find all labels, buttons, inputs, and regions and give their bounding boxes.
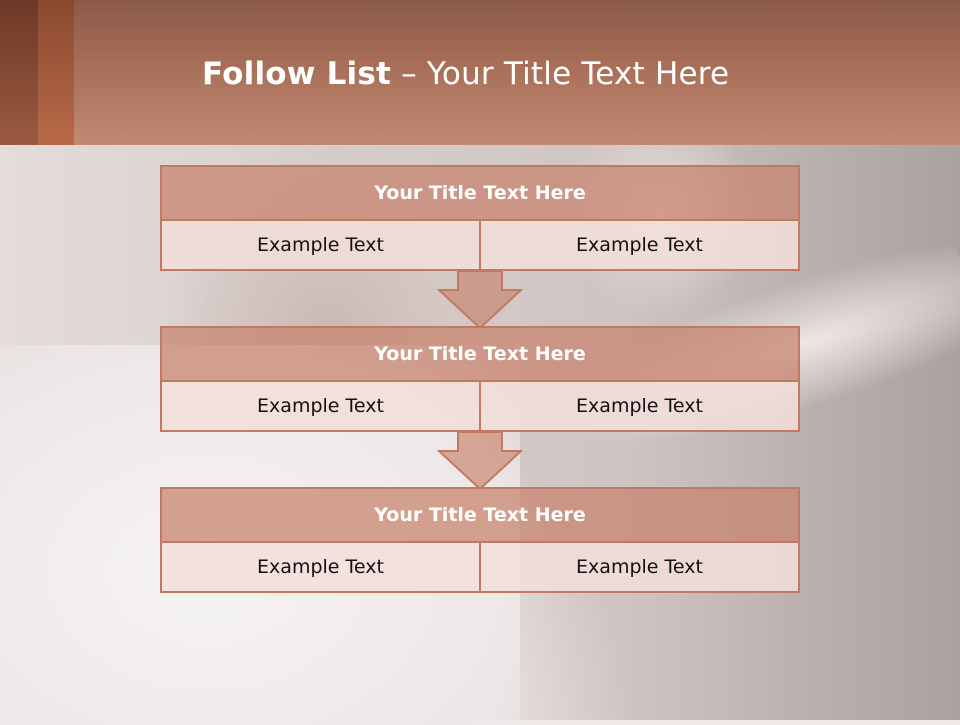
step-title: Your Title Text Here (160, 165, 800, 221)
step-cell-right: Example Text (481, 543, 800, 593)
header-accent-strip-light (38, 0, 74, 145)
step-block-3: Your Title Text Here Example Text Exampl… (160, 487, 800, 593)
slide-title-rest: – Your Title Text Here (401, 56, 730, 92)
step-title: Your Title Text Here (160, 487, 800, 543)
step-row: Example Text Example Text (160, 543, 800, 593)
down-arrow-icon (437, 431, 523, 491)
step-block-1: Your Title Text Here Example Text Exampl… (160, 165, 800, 271)
slide-title-bold: Follow List (202, 56, 392, 92)
step-row: Example Text Example Text (160, 382, 800, 432)
step-block-2: Your Title Text Here Example Text Exampl… (160, 326, 800, 432)
step-title: Your Title Text Here (160, 326, 800, 382)
header-accent-strip (0, 0, 38, 145)
step-cell-right: Example Text (481, 382, 800, 432)
step-row: Example Text Example Text (160, 221, 800, 271)
step-cell-left: Example Text (160, 543, 481, 593)
slide-header: Follow List – Your Title Text Here (0, 0, 960, 145)
step-cell-right: Example Text (481, 221, 800, 271)
down-arrow-icon (437, 270, 523, 330)
slide-title: Follow List – Your Title Text Here (202, 56, 729, 92)
step-cell-left: Example Text (160, 382, 481, 432)
step-cell-left: Example Text (160, 221, 481, 271)
